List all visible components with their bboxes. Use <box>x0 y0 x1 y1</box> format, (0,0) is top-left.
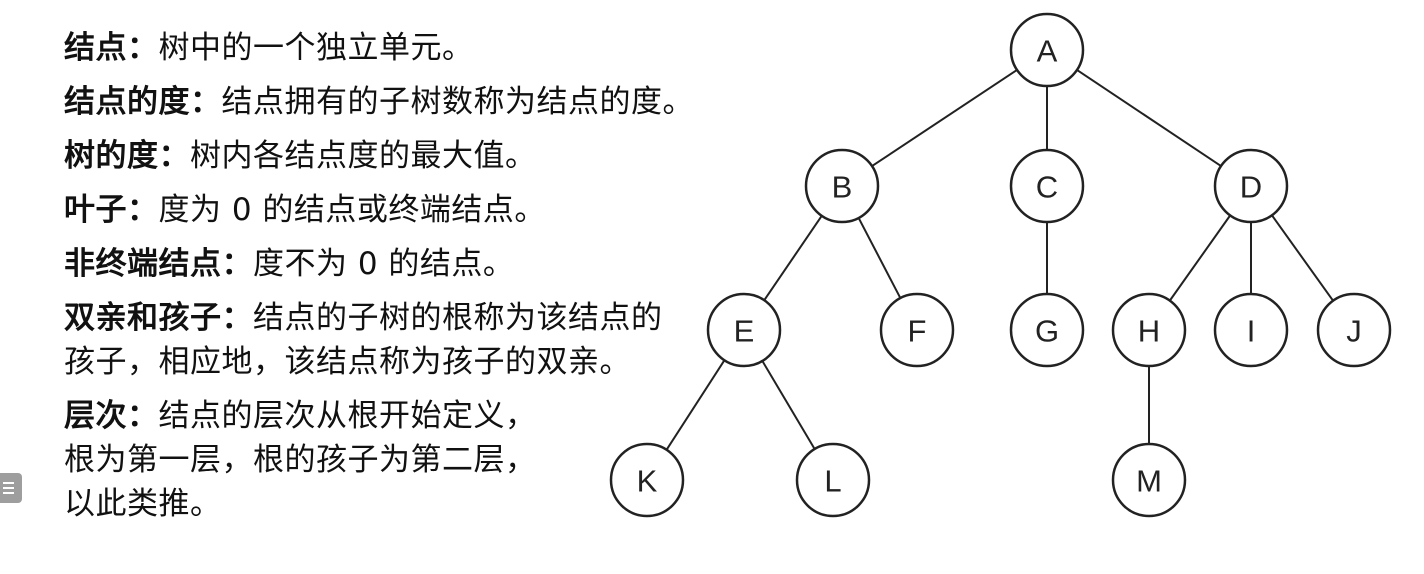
tree-node-circle <box>1213 148 1289 224</box>
definition-item: 非终端结点：度不为 0 的结点。 <box>64 242 694 286</box>
tree-node-label: B <box>832 170 853 205</box>
definition-text: 度为 0 的结点或终端结点。 <box>158 192 546 228</box>
tree-edge-d-j <box>1271 214 1334 302</box>
tree-node-f: F <box>879 292 955 368</box>
tree-node-circle <box>1009 148 1085 224</box>
definition-term: 非终端结点： <box>64 246 253 282</box>
tree-edge-b-f <box>857 217 902 299</box>
tree-node-label: J <box>1346 314 1362 349</box>
tree-node-j: J <box>1316 292 1392 368</box>
tree-node-label: L <box>824 464 841 499</box>
tree-node-circle <box>804 148 880 224</box>
tree-node-circle <box>1213 292 1289 368</box>
tree-node-c: C <box>1009 148 1085 224</box>
definition-text: 结点的层次从根开始定义， <box>158 398 537 434</box>
definition-term: 双亲和孩子： <box>64 300 253 336</box>
definition-term: 叶子： <box>64 192 159 228</box>
tree-node-label: F <box>908 314 927 349</box>
tree-node-circle <box>1111 292 1187 368</box>
definition-text: 根为第一层，根的孩子为第二层， <box>64 442 537 478</box>
menu-icon[interactable] <box>0 473 22 503</box>
tree-node-label: I <box>1247 314 1256 349</box>
tree-edge-d-h <box>1168 214 1232 302</box>
tree-node-e: E <box>706 292 782 368</box>
tree-node-b: B <box>804 148 880 224</box>
tree-edge-a-b <box>871 69 1018 167</box>
definition-item: 叶子：度为 0 的结点或终端结点。 <box>64 188 694 232</box>
definition-text: 结点拥有的子树数称为结点的度。 <box>221 84 694 120</box>
tree-node-m: M <box>1111 442 1187 518</box>
tree-node-l: L <box>795 442 871 518</box>
tree-edge-a-d <box>1076 69 1222 167</box>
definition-item: 双亲和孩子：结点的子树的根称为该结点的 孩子，相应地，该结点称为孩子的双亲。 <box>64 296 694 384</box>
tree-node-circle <box>1111 442 1187 518</box>
definitions-list: 结点：树中的一个独立单元。 结点的度：结点拥有的子树数称为结点的度。 树的度：树… <box>64 26 694 536</box>
tree-node-circle <box>706 292 782 368</box>
tree-edge-e-l <box>761 360 816 450</box>
definition-text: 树中的一个独立单元。 <box>158 30 474 66</box>
definition-text: 度不为 0 的结点。 <box>253 246 515 282</box>
tree-node-i: I <box>1213 292 1289 368</box>
tree-node-d: D <box>1213 148 1289 224</box>
definition-text: 以此类推。 <box>64 486 222 522</box>
tree-node-circle <box>795 442 871 518</box>
tree-node-label: C <box>1036 170 1058 205</box>
tree-node-circle <box>1316 292 1392 368</box>
tree-node-label: M <box>1136 464 1162 499</box>
tree-node-circle <box>879 292 955 368</box>
tree-node-g: G <box>1009 292 1085 368</box>
definition-item: 结点：树中的一个独立单元。 <box>64 26 694 70</box>
definition-term: 层次： <box>64 398 159 434</box>
definition-text: 孩子，相应地，该结点称为孩子的双亲。 <box>64 344 631 380</box>
tree-edge-b-e <box>763 215 823 301</box>
tree-node-label: E <box>734 314 755 349</box>
definition-term: 树的度： <box>64 138 190 174</box>
definition-text: 结点的子树的根称为该结点的 <box>253 300 663 336</box>
tree-node-h: H <box>1111 292 1187 368</box>
tree-node-circle <box>1009 12 1085 88</box>
tree-edges <box>665 69 1334 451</box>
definition-text: 树内各结点度的最大值。 <box>190 138 537 174</box>
tree-node-a: A <box>1009 12 1085 88</box>
tree-node-label: H <box>1138 314 1160 349</box>
definition-item: 层次：结点的层次从根开始定义， 根为第一层，根的孩子为第二层， 以此类推。 <box>64 394 694 526</box>
definition-item: 结点的度：结点拥有的子树数称为结点的度。 <box>64 80 694 124</box>
definition-item: 树的度：树内各结点度的最大值。 <box>64 134 694 178</box>
tree-node-label: A <box>1037 34 1058 69</box>
tree-node-label: G <box>1035 314 1059 349</box>
definition-term: 结点： <box>64 30 159 66</box>
tree-node-circle <box>1009 292 1085 368</box>
definition-term: 结点的度： <box>64 84 222 120</box>
tree-node-label: D <box>1240 170 1262 205</box>
